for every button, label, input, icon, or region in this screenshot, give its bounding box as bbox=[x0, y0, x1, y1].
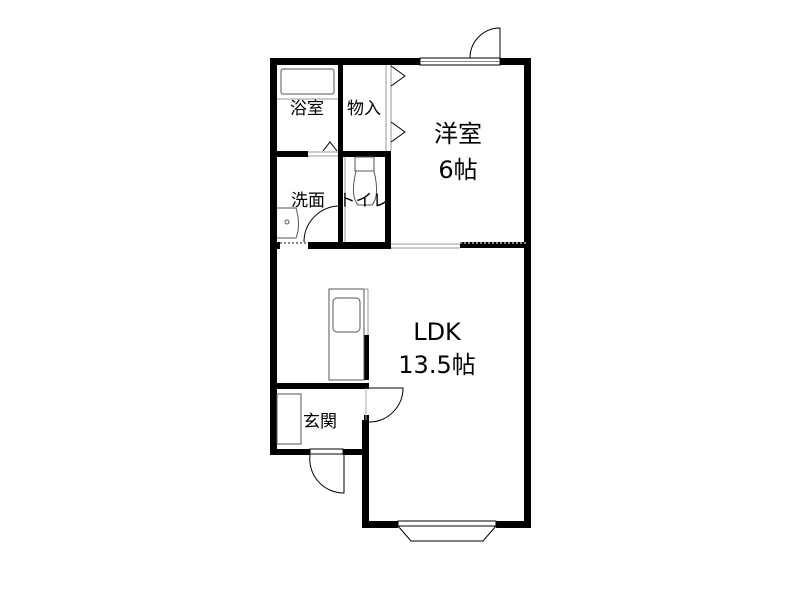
basin-drain bbox=[284, 219, 290, 225]
bathtub bbox=[280, 68, 335, 95]
wash-door-swing bbox=[303, 205, 341, 243]
front-door-swing bbox=[309, 454, 345, 494]
wall-kitchen-partition bbox=[364, 335, 369, 380]
wall-toilet-right bbox=[385, 151, 391, 249]
toilet-bowl bbox=[352, 170, 378, 206]
label-entrance: 玄関 bbox=[303, 412, 337, 432]
walls bbox=[270, 58, 531, 528]
wall-entrance-bottom-left bbox=[270, 449, 310, 455]
label-storage: 物入 bbox=[347, 99, 381, 119]
label-western-room-size: 6帖 bbox=[438, 156, 477, 184]
doors bbox=[303, 27, 501, 494]
wall-left bbox=[270, 58, 277, 455]
door-top-swing bbox=[469, 27, 501, 59]
window-bottom bbox=[397, 520, 497, 527]
wall-entrance-bottom-right bbox=[343, 449, 369, 455]
fixtures bbox=[276, 68, 378, 445]
wall-top-right bbox=[500, 58, 531, 65]
toilet-tank bbox=[354, 156, 375, 172]
label-western-room: 洋室 bbox=[434, 120, 482, 148]
windows bbox=[309, 57, 501, 542]
storage-door-lower bbox=[390, 121, 406, 143]
wall-bottom-right bbox=[496, 521, 531, 528]
kitchen-counter bbox=[328, 288, 365, 381]
wall-wash-bottom bbox=[308, 242, 391, 249]
wall-bottom-left bbox=[362, 521, 398, 528]
entrance-door-frame bbox=[309, 448, 344, 455]
label-toilet: トイレ bbox=[339, 191, 390, 211]
sliding-partitions bbox=[280, 65, 526, 249]
label-ldk-size: 13.5帖 bbox=[398, 351, 475, 379]
wall-ldk-left-lower bbox=[362, 420, 369, 528]
wall-western-bottom bbox=[460, 242, 531, 248]
wall-entrance-top bbox=[270, 383, 369, 389]
wall-entrance-right-stub bbox=[364, 415, 369, 427]
wash-basin bbox=[277, 207, 299, 239]
kitchen-sink bbox=[332, 297, 361, 333]
storage-door-upper bbox=[390, 65, 406, 87]
room-labels: 浴室 物入 洋室 6帖 洗面 トイレ LDK 13.5帖 玄関 bbox=[290, 99, 482, 432]
shoe-cabinet bbox=[276, 393, 302, 445]
wall-storage-bottom bbox=[338, 151, 390, 157]
label-bathroom: 浴室 bbox=[290, 99, 324, 119]
wall-right bbox=[524, 58, 531, 528]
label-ldk: LDK bbox=[413, 318, 462, 346]
wall-bath-storage bbox=[338, 58, 343, 243]
bay-window bbox=[397, 525, 497, 542]
ldk-door-swing bbox=[368, 387, 404, 423]
wall-wash-bottom-left bbox=[270, 242, 280, 249]
wall-bath-bottom bbox=[270, 151, 308, 157]
bath-door-marker bbox=[322, 141, 338, 152]
wall-top-left bbox=[270, 58, 420, 65]
label-washroom: 洗面 bbox=[291, 191, 325, 211]
